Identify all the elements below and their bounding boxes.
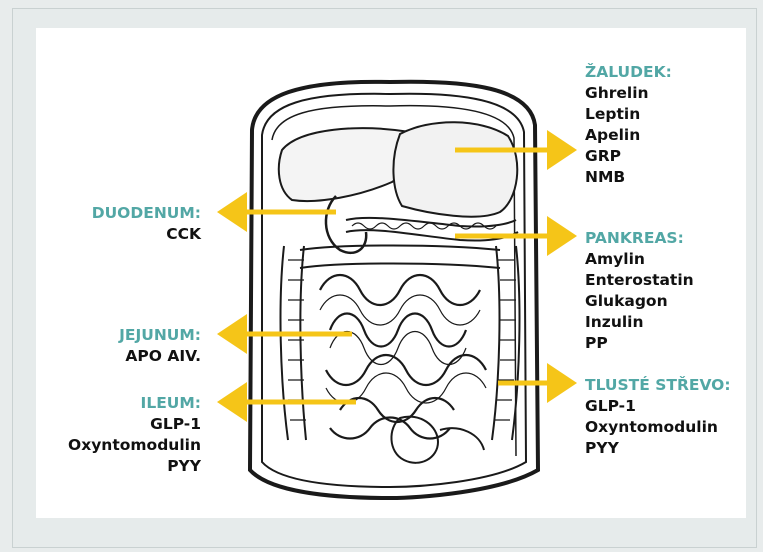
ileum-hormone: PYY (68, 456, 201, 477)
pancreas-hormone: Glukagon (585, 291, 694, 312)
small-intestine-shape (320, 275, 486, 439)
pancreas-label-group: PANKREAS: Amylin Enterostatin Glukagon I… (585, 228, 694, 354)
pancreas-hormone: Enterostatin (585, 270, 694, 291)
ileum-hormone: Oxyntomodulin (68, 435, 201, 456)
ileum-label-group: ILEUM: GLP-1 Oxyntomodulin PYY (68, 393, 201, 477)
stomach-hormone: Leptin (585, 104, 672, 125)
duodenum-hormone: CCK (92, 224, 201, 245)
jejunum-title: JEJUNUM: (119, 325, 201, 346)
colon-label-group: TLUSTÉ STŘEVO: GLP-1 Oxyntomodulin PYY (585, 375, 731, 459)
stomach-shape (393, 122, 517, 216)
colon-hormone: PYY (585, 438, 731, 459)
pancreas-title: PANKREAS: (585, 228, 694, 249)
duodenum-label-group: DUODENUM: CCK (92, 203, 201, 245)
stomach-hormone: GRP (585, 146, 672, 167)
pancreas-hormone: PP (585, 333, 694, 354)
jejunum-label-group: JEJUNUM: APO AIV. (119, 325, 201, 367)
stomach-hormone: Apelin (585, 125, 672, 146)
ileum-title: ILEUM: (68, 393, 201, 414)
stomach-title: ŽALUDEK: (585, 62, 672, 83)
colon-hormone: Oxyntomodulin (585, 417, 731, 438)
colon-title: TLUSTÉ STŘEVO: (585, 375, 731, 396)
ileum-hormone: GLP-1 (68, 414, 201, 435)
pancreas-hormone: Amylin (585, 249, 694, 270)
pancreas-hormone: Inzulin (585, 312, 694, 333)
colon-hormone: GLP-1 (585, 396, 731, 417)
jejunum-hormone: APO AIV. (119, 346, 201, 367)
stomach-hormone: NMB (585, 167, 672, 188)
stomach-label-group: ŽALUDEK: Ghrelin Leptin Apelin GRP NMB (585, 62, 672, 188)
duodenum-shape (326, 196, 366, 253)
duodenum-title: DUODENUM: (92, 203, 201, 224)
stomach-hormone: Ghrelin (585, 83, 672, 104)
